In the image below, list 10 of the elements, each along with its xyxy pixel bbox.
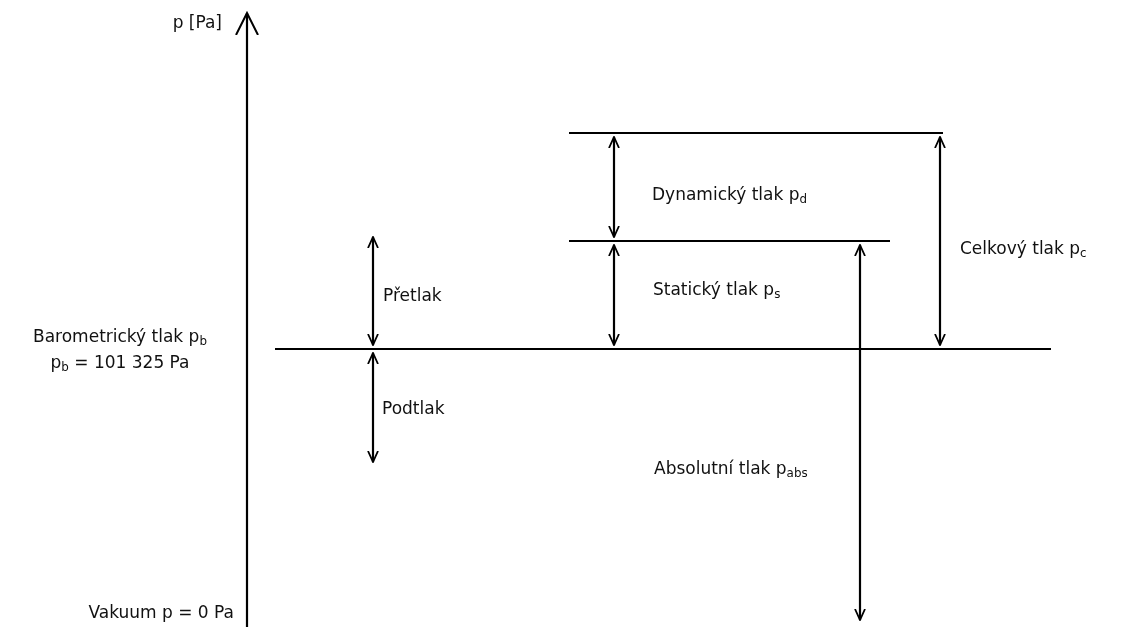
pressure-label: Vakuum p = 0 Pa xyxy=(88,601,234,623)
pressure-label: Statický tlak p$_{s}$ xyxy=(653,278,781,300)
pressure-label: Celkový tlak p$_{c}$ xyxy=(960,237,1087,259)
pressure-label: Barometrický tlak p$_{b}$ xyxy=(33,325,207,347)
pressure-label: Absolutní tlak p$_{abs}$ xyxy=(654,457,808,479)
pressure-label: p$_{b}$ = 101 325 Pa xyxy=(50,351,190,373)
pressure-label: p [Pa] xyxy=(172,11,222,33)
pressure-label: Dynamický tlak p$_{d}$ xyxy=(652,183,808,205)
pressure-label: Přetlak xyxy=(383,284,442,306)
pressure-label: Podtlak xyxy=(382,397,445,419)
